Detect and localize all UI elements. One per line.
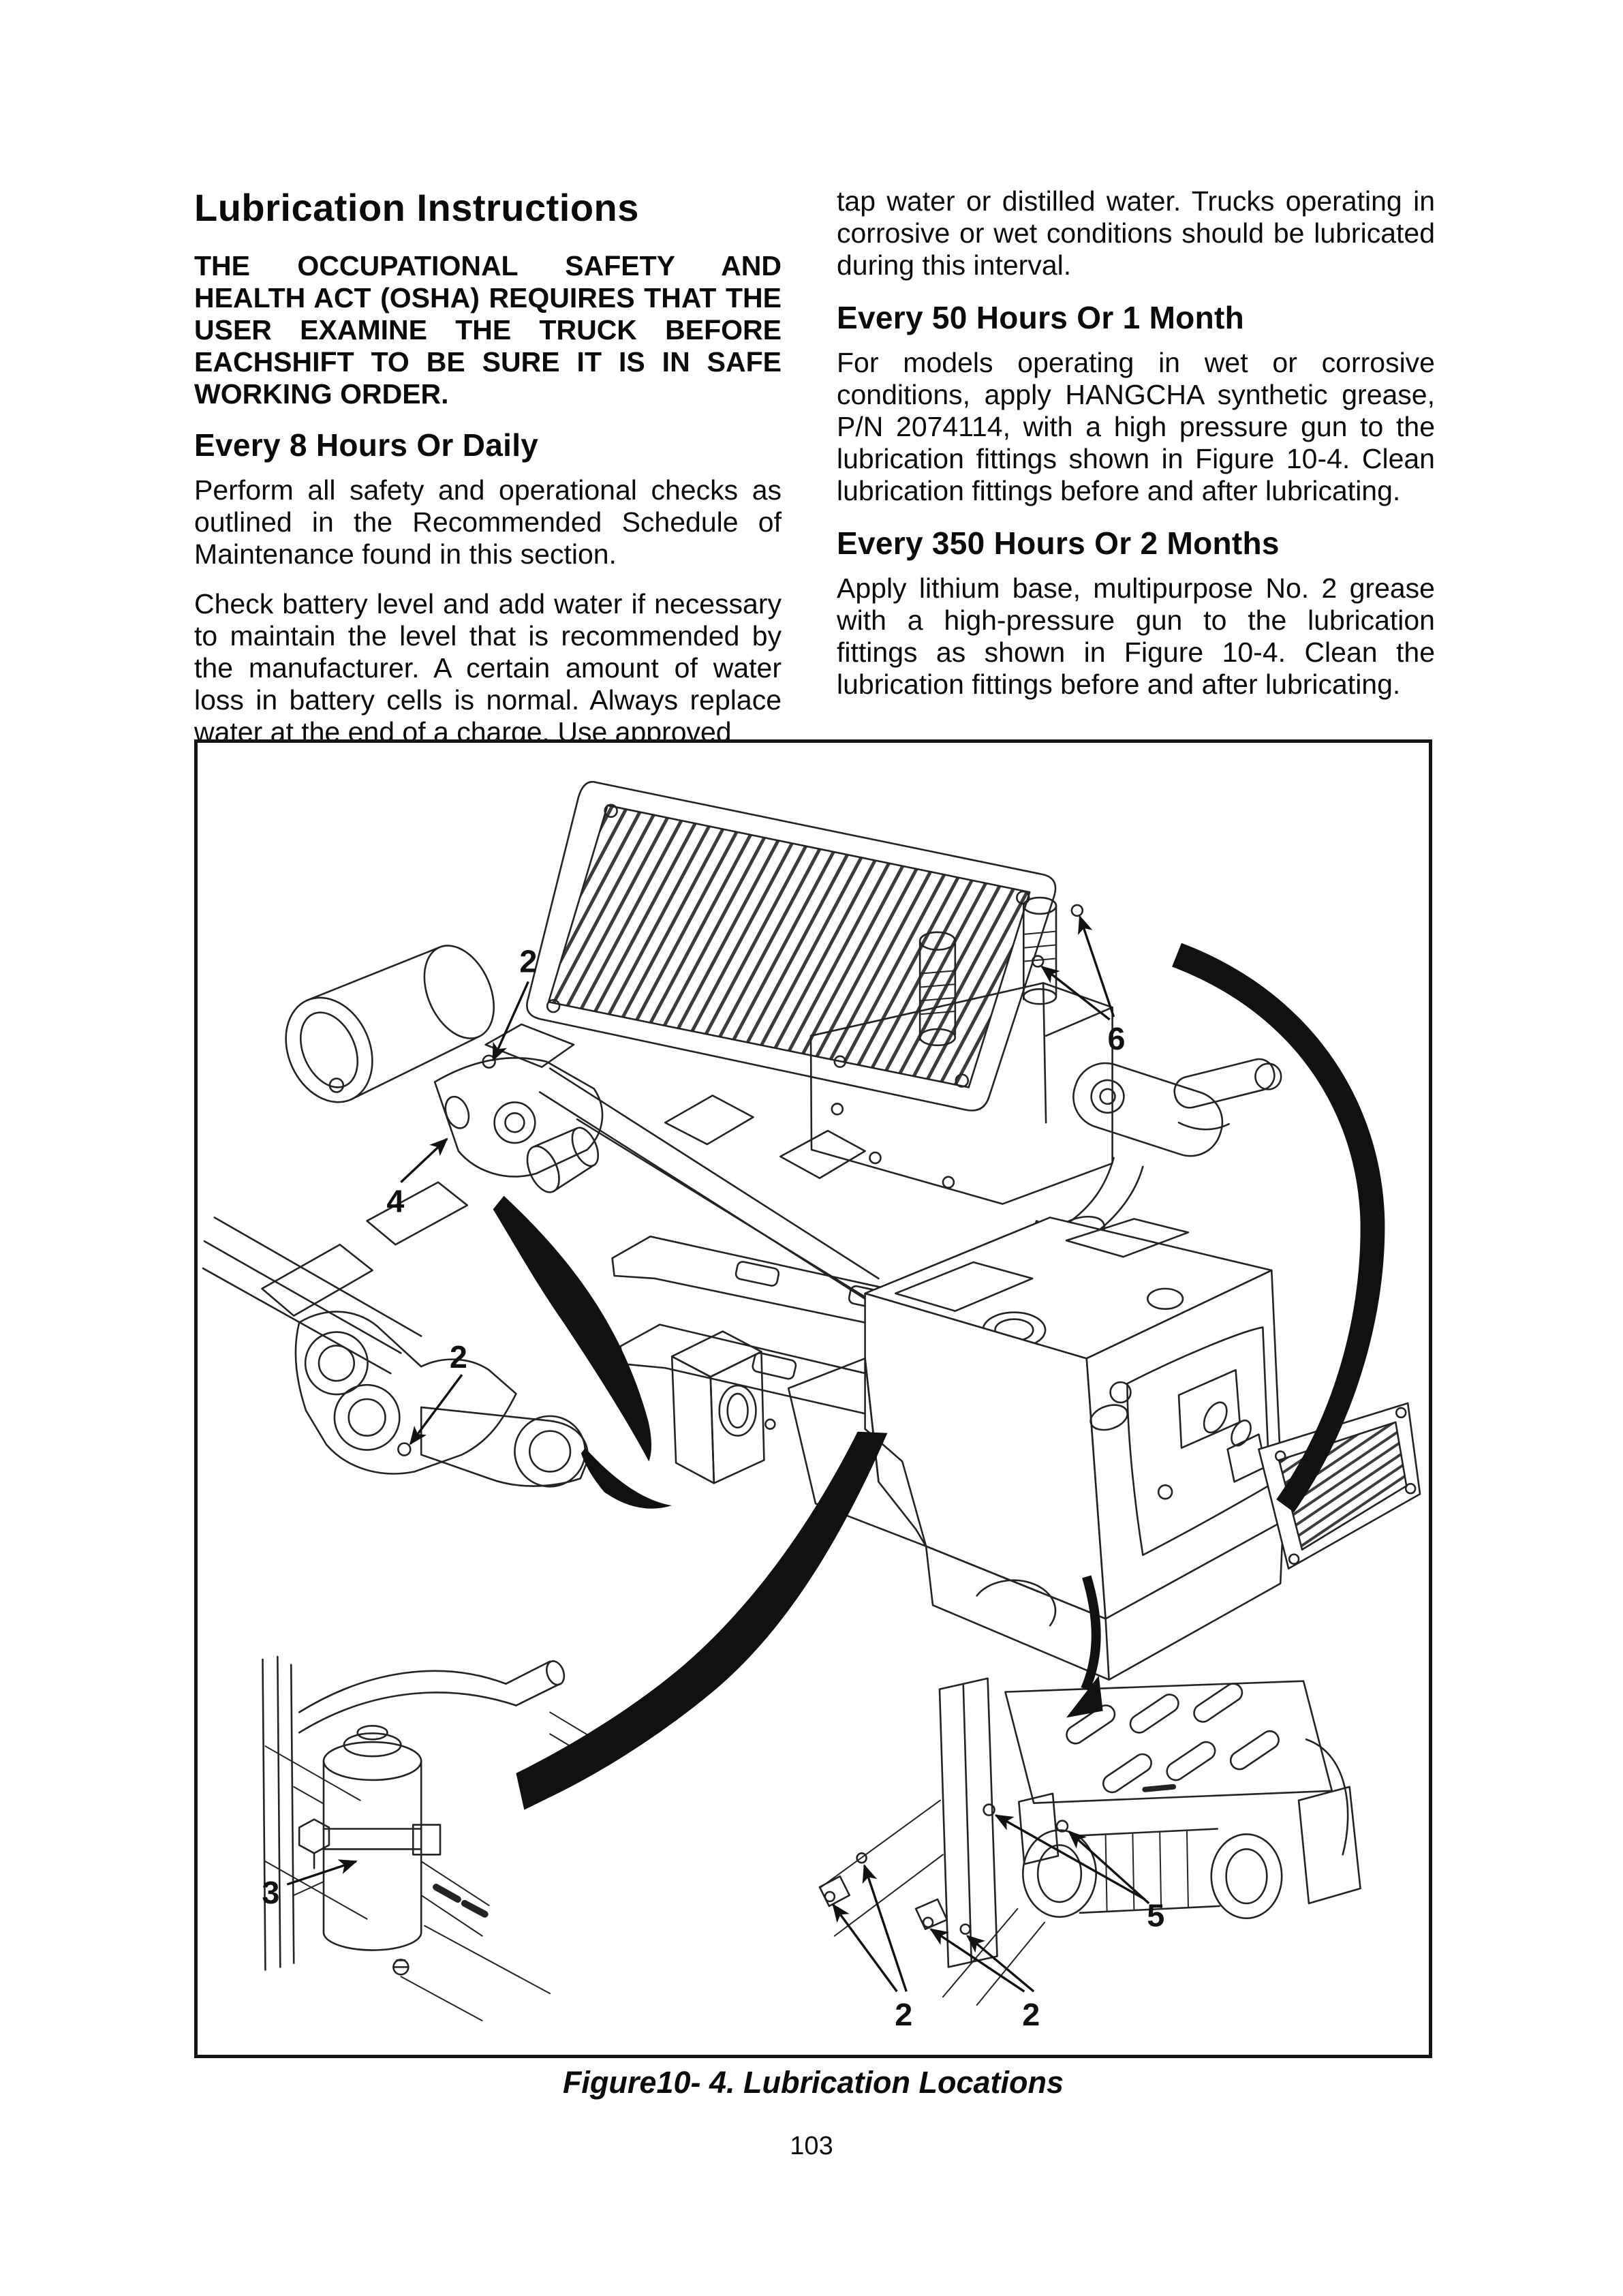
lubrication-diagram: 2 4 2 6 3 5 2 2 [202,780,1421,2032]
para-50h: For models operating in wet or corrosive… [837,347,1435,506]
page-number: 103 [790,2132,833,2160]
callout-2-pivot: 2 [519,943,537,979]
callout-4-roller: 4 [386,1184,404,1219]
callout-2-wheel-left: 2 [895,1997,912,2032]
callout-2-clevis: 2 [450,1339,467,1375]
roller-linkage-detail [285,945,897,1317]
treadplate-detail [526,780,1113,1205]
heading-every-50-hours: Every 50 Hours Or 1 Month [837,300,1244,335]
osha-notice: THE OCCUPATIONAL SAFETY AND HEALTH ACT (… [194,250,782,410]
right-column: tap water or distilled water. Trucks ope… [837,185,1435,718]
figure-frame: 2 4 2 6 3 5 2 2 [194,739,1432,2058]
callout-2-wheel-right: 2 [1022,1997,1040,2032]
heading-every-8-hours: Every 8 Hours Or Daily [194,427,539,463]
clevis-linkage-detail [202,1181,776,1488]
callout-6-platform: 6 [1108,1021,1126,1056]
para-8h-1: Perform all safety and operational check… [194,474,782,570]
swoosh-arrows [493,943,1385,1810]
heading-every-350-hours: Every 350 Hours Or 2 Months [837,525,1280,561]
hydraulic-pump-detail [262,1655,605,2021]
para-continuation: tap water or distilled water. Trucks ope… [837,185,1435,281]
callout-3-pump: 3 [262,1875,279,1910]
callout-5-drive: 5 [1147,1898,1164,1933]
drive-unit-detail [818,1677,1361,2006]
left-column: Lubrication Instructions THE OCCUPATIONA… [194,185,782,766]
pallet-truck [611,1058,1421,1681]
page-title: Lubrication Instructions [194,186,639,229]
figure-caption: Figure10- 4. Lubrication Locations [562,2065,1064,2100]
figure-callouts: 2 4 2 6 3 5 2 2 [262,915,1164,2032]
para-350h: Apply lithium base, multipurpose No. 2 g… [837,572,1435,700]
para-8h-2: Check battery level and add water if nec… [194,588,782,748]
